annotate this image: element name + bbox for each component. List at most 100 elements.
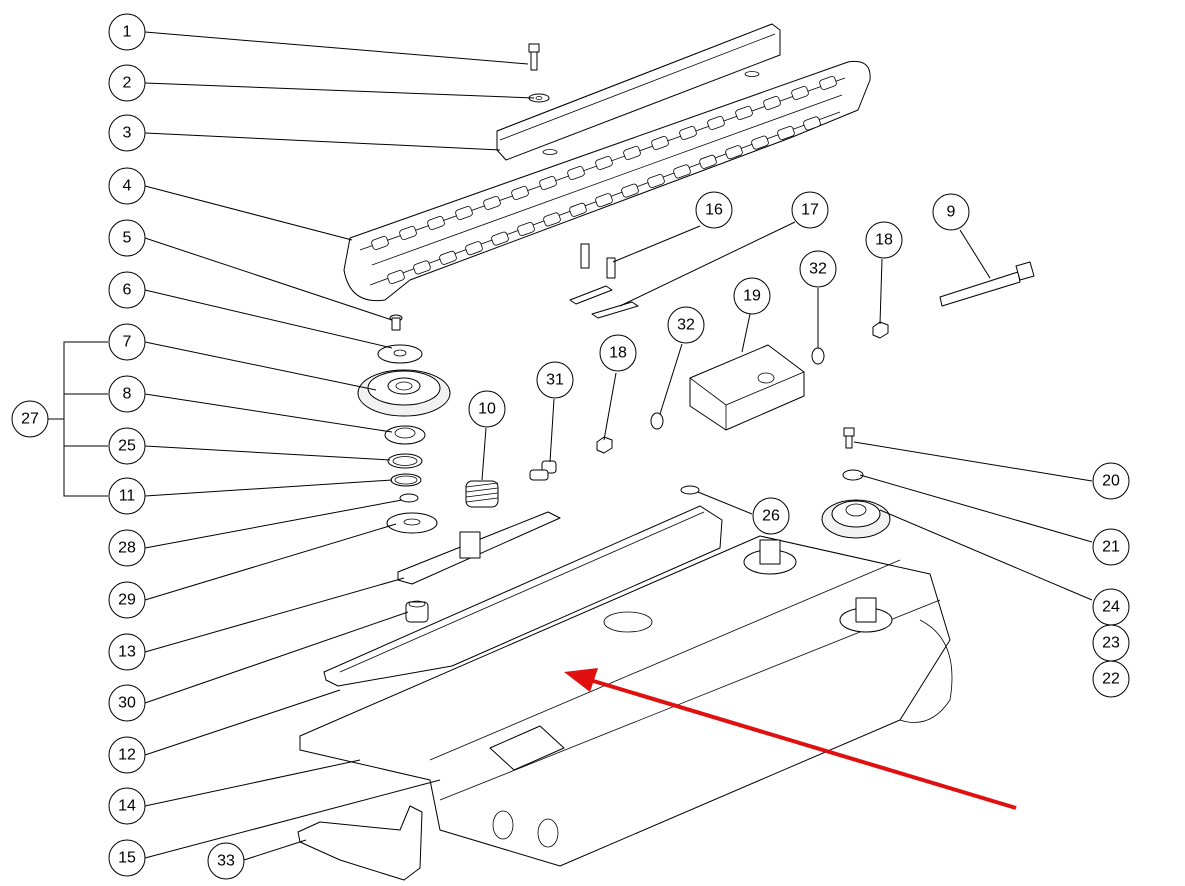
callout-29: 29 (108, 581, 146, 619)
callout-19: 19 (733, 277, 771, 315)
callout-21-label: 21 (1102, 539, 1120, 556)
callout-5: 5 (108, 219, 146, 257)
part-19-block (689, 344, 805, 431)
chain-link (777, 126, 795, 140)
chain-links (371, 76, 837, 284)
leader-lines (48, 31, 1093, 861)
part-17-plates (569, 285, 639, 319)
callout-14-label: 14 (118, 798, 136, 815)
chain-link (413, 260, 431, 275)
callout-33: 33 (207, 842, 245, 880)
chain-link (707, 116, 725, 130)
callout-27: 27 (11, 400, 49, 438)
chain-link (819, 76, 837, 90)
callout-23-label: 23 (1102, 635, 1120, 652)
part-26-washer (680, 485, 700, 495)
callout-10-label: 10 (478, 401, 496, 418)
chain-link (465, 241, 483, 256)
callout-14: 14 (108, 787, 146, 825)
callout-11: 11 (108, 477, 146, 515)
callout-21: 21 (1092, 528, 1130, 566)
chain-link (539, 176, 557, 190)
chain-link (491, 231, 509, 246)
callout-3: 3 (108, 114, 146, 152)
callout-27-label: 27 (21, 411, 39, 428)
callout-12-label: 12 (118, 747, 136, 764)
callout-20: 20 (1092, 462, 1130, 500)
part-31-pin (529, 460, 557, 481)
part-21-washer (842, 469, 864, 481)
chain-link (569, 202, 587, 217)
callout-23: 23 (1092, 624, 1130, 662)
callout-31: 31 (536, 361, 574, 399)
chain-link (699, 154, 717, 169)
callout-1: 1 (108, 13, 146, 51)
chain-link (647, 174, 665, 188)
callout-24-label: 24 (1102, 599, 1120, 616)
chain-link (623, 146, 641, 160)
part-11-circlip (390, 473, 422, 487)
callout-26-label: 26 (762, 508, 780, 525)
chain-link (763, 96, 781, 110)
chain-link (483, 196, 501, 210)
part-29-washer (386, 512, 438, 534)
callout-24: 24 (1092, 588, 1130, 626)
red-pointer-arrow (564, 668, 1017, 810)
callout-4: 4 (108, 167, 146, 205)
part-7-sprocket (357, 369, 451, 417)
chain-link (651, 136, 669, 150)
callout-32-a-label: 32 (677, 317, 695, 334)
callout-6: 6 (108, 271, 146, 309)
callout-8: 8 (108, 375, 146, 413)
callout-33-label: 33 (217, 853, 235, 870)
callout-11-label: 11 (119, 488, 136, 505)
callout-28-label: 28 (118, 540, 136, 557)
callout-2-label: 2 (123, 75, 132, 92)
part-8-bearing (384, 425, 426, 445)
callout-32-b-label: 32 (809, 261, 827, 278)
chain-link (621, 183, 639, 198)
callout-2: 2 (108, 64, 146, 102)
callout-15-label: 15 (118, 850, 136, 867)
callout-6-label: 6 (123, 282, 132, 299)
part-25-ring (387, 453, 423, 469)
part-12-guide-plate (323, 505, 723, 687)
callout-17-label: 17 (801, 202, 819, 219)
callout-28: 28 (108, 529, 146, 567)
callout-13: 13 (108, 633, 146, 671)
callout-22-label: 22 (1102, 671, 1120, 688)
callout-12: 12 (108, 736, 146, 774)
chain-link (399, 226, 417, 240)
callout-3-label: 3 (123, 125, 132, 142)
callout-7-label: 7 (123, 334, 132, 351)
callout-30: 30 (108, 684, 146, 722)
part-6-washer (377, 344, 423, 364)
callout-26: 26 (752, 497, 790, 535)
callout-13-label: 13 (118, 644, 136, 661)
chain-link (427, 216, 445, 230)
chain-link (567, 166, 585, 180)
part-32-washer-b (811, 347, 825, 365)
part-16-pins (580, 243, 616, 279)
callout-9: 9 (932, 193, 970, 231)
chain-link (517, 222, 535, 236)
callout-4-label: 4 (123, 178, 132, 195)
callout-1-label: 1 (123, 24, 132, 41)
callout-18-a-label: 18 (609, 345, 627, 362)
part-32-washer-a (650, 412, 664, 430)
part-18-nut-b (872, 321, 889, 339)
callout-16: 16 (695, 191, 733, 229)
chain-link (455, 206, 473, 220)
callout-7: 7 (108, 323, 146, 361)
chain-link (595, 156, 613, 170)
part-20-bolt (843, 427, 855, 449)
part-24-sprocket (821, 499, 891, 539)
part-5-bolt (389, 314, 403, 331)
callout-9-label: 9 (947, 204, 956, 221)
chain-link (725, 145, 743, 160)
main-frame (299, 535, 953, 867)
part-13-bracket (397, 511, 561, 585)
chain-link (679, 126, 697, 140)
part-28-ring (399, 493, 419, 503)
